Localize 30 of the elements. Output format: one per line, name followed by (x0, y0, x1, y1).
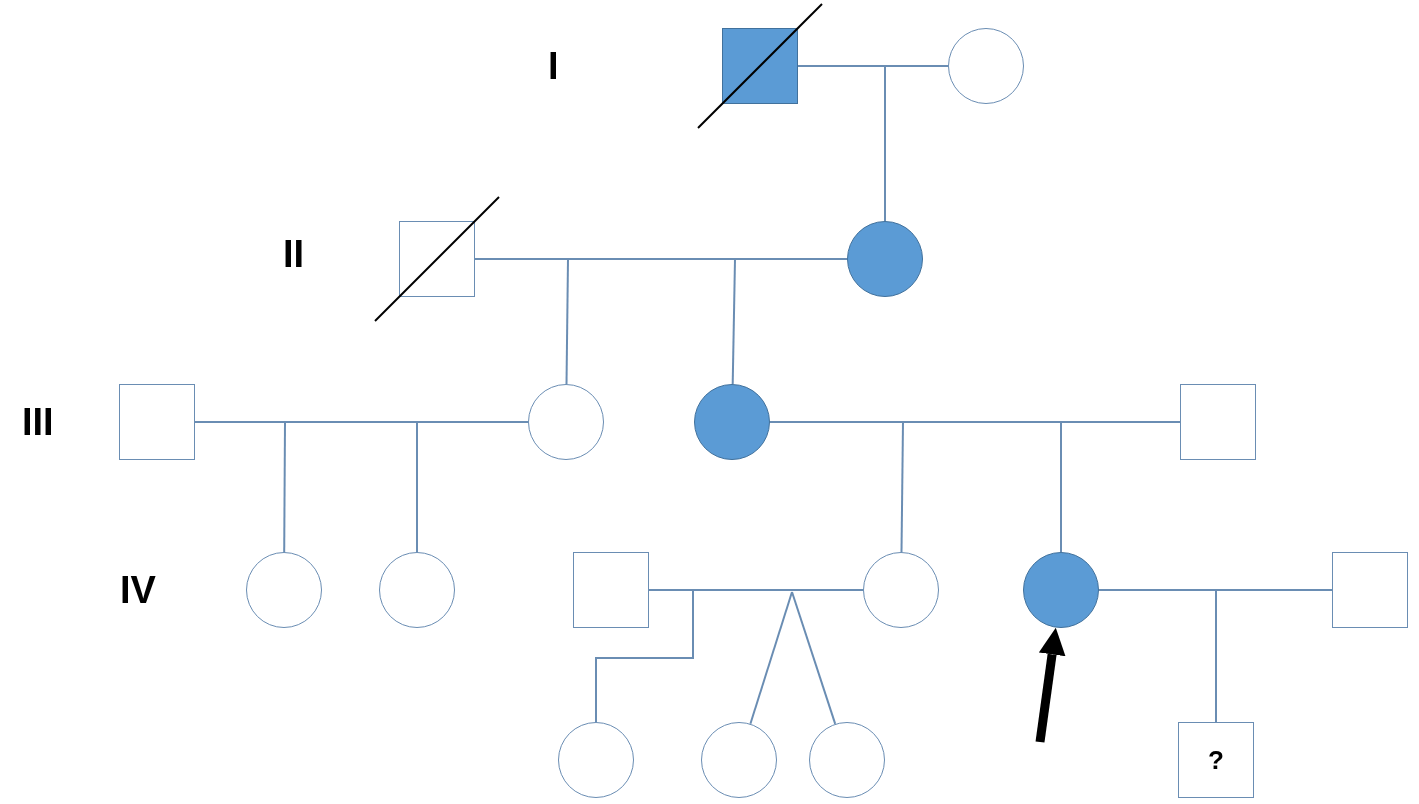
square (399, 221, 475, 297)
partner-line (1098, 589, 1333, 591)
proband-arrow (1035, 627, 1066, 743)
partner-line (474, 258, 848, 260)
partner-line (769, 421, 1181, 423)
square (573, 552, 649, 628)
generation-label: II (283, 235, 305, 273)
filled-square (722, 28, 798, 104)
square (1178, 722, 1254, 798)
generation-label: IV (120, 571, 156, 609)
descent-line (900, 421, 904, 553)
descent-line (595, 589, 694, 723)
descent-line (749, 591, 793, 725)
partner-line (194, 421, 529, 423)
question-mark: ? (1208, 744, 1224, 776)
descent-line (731, 258, 736, 385)
descent-line (565, 258, 569, 385)
descent-line (791, 591, 837, 725)
square (119, 384, 195, 460)
descent-line (416, 421, 418, 553)
partner-line (648, 589, 864, 591)
descent-line (1060, 421, 1062, 553)
generation-label: I (548, 47, 559, 85)
descent-line (283, 421, 286, 553)
square (1180, 384, 1256, 460)
partner-line (797, 65, 949, 67)
descent-line (884, 65, 886, 222)
square (1332, 552, 1408, 628)
descent-line (1215, 589, 1217, 723)
generation-label: III (22, 403, 54, 441)
